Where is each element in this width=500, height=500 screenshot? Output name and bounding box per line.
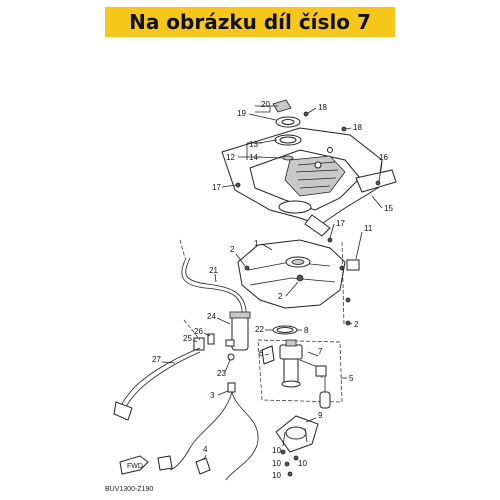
callout-3: 3 [210,391,215,400]
bolt-2d [345,297,351,303]
bolts-10 [280,449,299,477]
callout-25: 25 [183,334,192,343]
callout-23: 23 [217,369,226,378]
pump-group-box [257,339,343,403]
callout-27: 27 [152,355,161,364]
callout-2c: 2 [354,320,359,329]
callout-14: 14 [249,153,258,162]
callout-10d: 10 [298,459,307,468]
callout-13: 13 [249,140,258,149]
diagram-code: BUV1300-Z190 [105,486,153,493]
callout-26: 26 [194,327,203,336]
callout-4: 4 [203,445,208,454]
callout-6: 6 [259,349,264,358]
fuel-tank [237,239,346,309]
callout-20: 20 [261,100,270,109]
callout-5: 5 [349,374,354,383]
callout-2a: 2 [230,245,235,254]
pump-plate [275,415,319,453]
guide-26 [183,319,201,341]
guide-21 [179,239,186,259]
clip [207,333,215,345]
callout-18a: 18 [318,103,327,112]
bolt-17a [235,182,241,188]
callout-7: 7 [318,347,323,356]
callout-24: 24 [207,312,216,321]
title-banner: Na obrázku díl číslo 7 [105,7,395,37]
callout-16: 16 [379,153,388,162]
bolt-18a [303,111,309,117]
callout-10a: 10 [272,446,281,455]
callout-17b: 17 [336,219,345,228]
sensor-cable [157,382,259,481]
fwd-label: FWD [127,463,143,470]
callout-9: 9 [318,411,323,420]
title-text: Na obrázku díl číslo 7 [129,10,371,34]
bolt-17b [327,237,333,243]
callout-1: 1 [254,239,259,248]
bolt-16 [375,180,381,186]
callout-2b: 2 [278,292,283,301]
fuel-pump [261,339,331,409]
clamp-23 [227,353,235,361]
callout-12: 12 [226,153,235,162]
callout-17a: 17 [212,183,221,192]
callout-19: 19 [237,109,246,118]
breather-hose [181,257,243,330]
breather-hose-edge [185,257,247,330]
tank-cover-assembly [221,127,397,237]
bolt-18b [341,126,347,132]
callout-18b: 18 [353,123,362,132]
gasket-inner [276,327,294,333]
callout-10b: 10 [272,459,281,468]
callout-11: 11 [364,224,373,233]
check-valve [193,337,205,351]
callout-21: 21 [209,266,218,275]
hose-end [113,401,133,421]
fwd-arrow-icon: FWD [119,455,149,475]
canister [225,311,251,351]
callout-22: 22 [255,325,264,334]
callout-10c: 10 [272,471,281,480]
callout-15: 15 [384,204,393,213]
callout-8: 8 [304,326,309,335]
pad-11 [346,259,360,271]
callouts: 20 19 18 18 12 13 14 17 16 15 17 11 1 2 … [152,100,393,480]
guide-2 [341,241,345,326]
